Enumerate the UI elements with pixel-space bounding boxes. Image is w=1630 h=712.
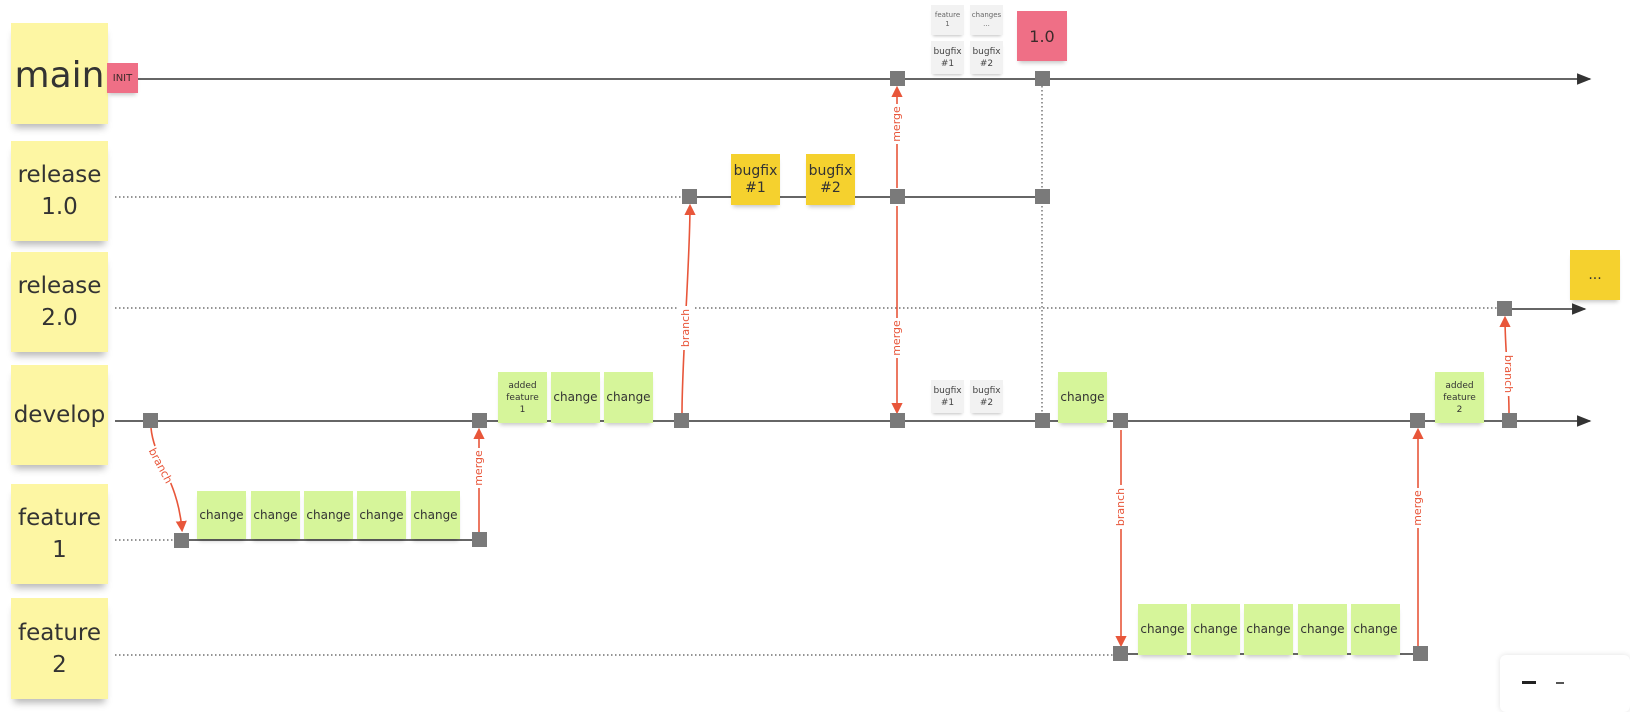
feature-1-note-change[interactable]: change [197, 491, 246, 539]
merge-label: merge [890, 320, 903, 356]
feature-1-note-change[interactable]: change [357, 491, 406, 539]
lane-guides [115, 86, 1505, 656]
feature-2-note-change[interactable]: change [1244, 604, 1293, 655]
commit-node-release-1-end[interactable] [1035, 189, 1050, 204]
lane-label-feature-1[interactable]: feature 1 [11, 484, 108, 584]
develop-note-change[interactable]: change [551, 372, 600, 423]
feature-2-note-change[interactable]: change [1351, 604, 1400, 655]
develop-note-bugfix-2[interactable]: bugfix #2 [970, 380, 1003, 413]
branch-label: branch [679, 309, 692, 347]
lane-label-main[interactable]: main [11, 23, 108, 124]
branch-label: branch [1114, 488, 1127, 526]
commit-node-main-tag[interactable] [1035, 71, 1050, 86]
commit-node-feature-1-start[interactable] [174, 533, 189, 548]
commit-node-release-1-start[interactable] [682, 189, 697, 204]
main-note-bugfix-1[interactable]: bugfix #1 [931, 41, 964, 74]
feature-2-note-change[interactable]: change [1298, 604, 1347, 655]
feature-2-note-change[interactable]: change [1191, 604, 1240, 655]
feature-1-note-change[interactable]: change [304, 491, 353, 539]
commit-node-develop[interactable] [1113, 413, 1128, 428]
release-note-bugfix-2[interactable]: bugfix #2 [806, 154, 855, 205]
commit-node-develop[interactable] [1410, 413, 1425, 428]
develop-note-added-feature-2[interactable]: added feature 2 [1435, 372, 1484, 423]
develop-note-added-feature-1[interactable]: added feature 1 [498, 372, 547, 423]
feature-1-note-change[interactable]: change [411, 491, 460, 539]
zoom-out-icon[interactable] [1522, 681, 1536, 684]
zoom-controls [1500, 655, 1630, 712]
commit-node-feature-2-end[interactable] [1413, 646, 1428, 661]
version-tag[interactable]: 1.0 [1017, 11, 1067, 61]
release-note-bugfix-1[interactable]: bugfix #1 [731, 154, 780, 205]
commit-node-release-2-start[interactable] [1497, 301, 1512, 316]
commit-node-feature-2-start[interactable] [1113, 646, 1128, 661]
develop-note-change[interactable]: change [1058, 372, 1107, 423]
commit-node-main-merge[interactable] [890, 71, 905, 86]
commit-node-develop[interactable] [1502, 413, 1517, 428]
commit-node-develop[interactable] [1035, 413, 1050, 428]
ellipsis-note[interactable]: ... [1570, 250, 1620, 300]
commit-node-release-1-merge[interactable] [890, 189, 905, 204]
merge-label: merge [472, 450, 485, 486]
init-tag[interactable]: INIT [107, 63, 138, 93]
main-note-bugfix-2[interactable]: bugfix #2 [970, 41, 1003, 74]
lane-label-release-2[interactable]: release 2.0 [11, 252, 108, 352]
develop-note-bugfix-1[interactable]: bugfix #1 [931, 380, 964, 413]
zoom-in-icon[interactable] [1556, 682, 1564, 684]
main-note-changes[interactable]: changes ... [970, 5, 1003, 35]
merge-label: merge [890, 106, 903, 142]
commit-node-develop[interactable] [143, 413, 158, 428]
commit-node-feature-1-end[interactable] [472, 532, 487, 547]
branch-label: branch [1502, 355, 1515, 393]
lane-label-feature-2[interactable]: feature 2 [11, 598, 108, 699]
feature-2-note-change[interactable]: change [1138, 604, 1187, 655]
commit-node-develop[interactable] [472, 413, 487, 428]
main-note-feature-1[interactable]: feature 1 [931, 5, 964, 35]
merge-label: merge [1411, 490, 1424, 526]
lane-label-develop[interactable]: develop [11, 365, 108, 465]
commit-node-develop[interactable] [674, 413, 689, 428]
develop-note-change[interactable]: change [604, 372, 653, 423]
feature-1-note-change[interactable]: change [251, 491, 300, 539]
commit-node-develop[interactable] [890, 413, 905, 428]
lane-label-release-1[interactable]: release 1.0 [11, 141, 108, 241]
